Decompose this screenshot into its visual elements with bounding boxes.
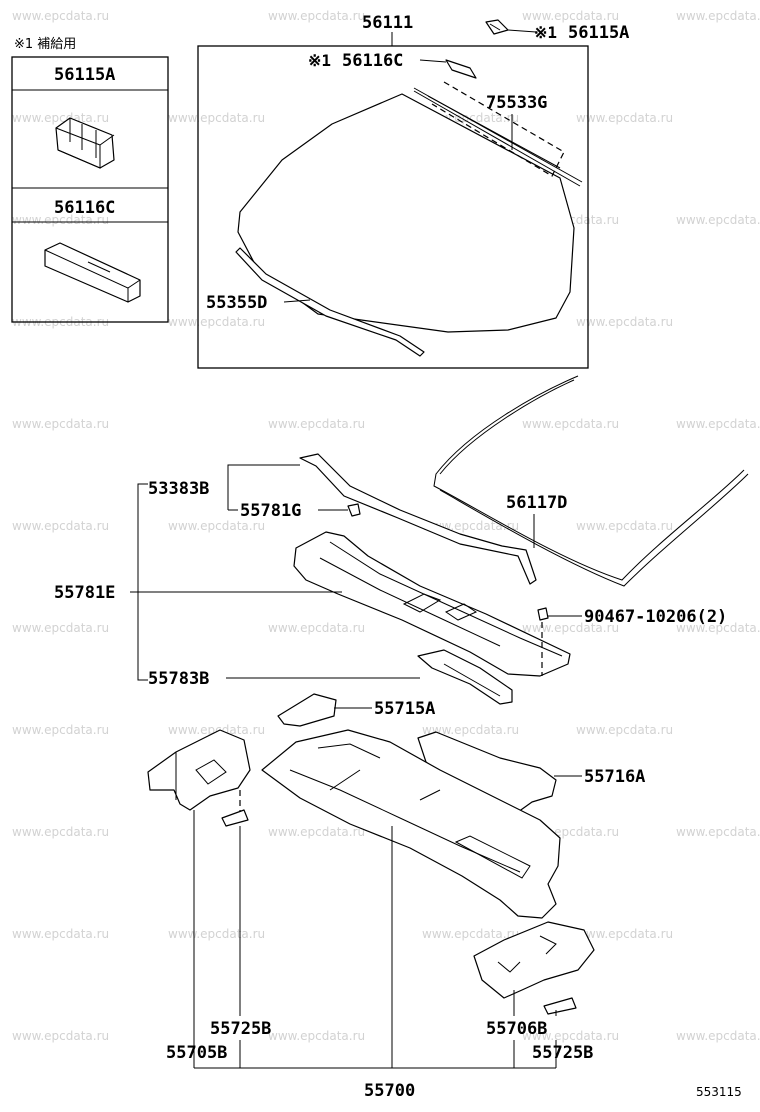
watermark-text: www.epcdata.ru <box>12 9 109 23</box>
watermark-text: www.epcdata.ru <box>268 1029 365 1043</box>
watermark-text: www.epcdata.ru <box>12 927 109 941</box>
lower-cowl-part <box>417 649 513 705</box>
watermark-text: www.epcdata.ru <box>12 111 109 125</box>
inset-frame <box>11 56 169 323</box>
watermark-text: www.epcdata.ru <box>522 9 619 23</box>
watermark-text: www.epcdata.ru <box>12 723 109 737</box>
plate-56116c-drawing <box>44 242 141 303</box>
callout-55706b[interactable]: 55706B <box>486 1019 547 1039</box>
clip-56115a-drawing <box>55 117 115 169</box>
watermark-text: www.epcdata.ru <box>168 723 265 737</box>
windshield-glass <box>237 93 575 333</box>
callout-55716a[interactable]: 55716A <box>584 767 645 787</box>
watermark-text: www.epcdata.ru <box>268 9 365 23</box>
callout-55783b[interactable]: 55783B <box>148 669 209 689</box>
watermark-text: www.epcdata.ru <box>576 315 673 329</box>
dashed-region <box>431 81 565 177</box>
watermark-text: www.epcdata.ru <box>12 825 109 839</box>
watermark-text: www.epcdata.ru <box>676 825 760 839</box>
inset-part-label[interactable]: 56115A <box>54 65 115 85</box>
watermark-text: www.epcdata.ru <box>12 417 109 431</box>
windshield-frame <box>197 45 589 369</box>
note-mark-56115a: ※1 <box>534 23 557 42</box>
watermark-text: www.epcdata.ru <box>12 213 109 227</box>
callout-55725b-left[interactable]: 55725B <box>210 1019 271 1039</box>
watermark-text: www.epcdata.ru <box>676 621 760 635</box>
watermark-text: www.epcdata.ru <box>268 417 365 431</box>
watermark-text: www.epcdata.ru <box>422 927 519 941</box>
supply-note: ※1 補給用 <box>14 37 76 52</box>
watermark-text: www.epcdata.ru <box>422 723 519 737</box>
note-mark-56116c: ※1 <box>308 51 331 70</box>
watermark-text: www.epcdata.ru <box>676 417 760 431</box>
callout-75533g[interactable]: 75533G <box>486 93 547 113</box>
callout-53383b[interactable]: 53383B <box>148 479 209 499</box>
callout-56116c[interactable]: 56116C <box>342 51 403 71</box>
watermark-text: www.epcdata.ru <box>268 825 365 839</box>
cowl-panel <box>293 531 571 677</box>
watermark-text: www.epcdata.ru <box>676 1029 760 1043</box>
glass-outline-56117d <box>433 375 745 581</box>
watermark-text: www.epcdata.ru <box>12 1029 109 1043</box>
watermark-text: www.epcdata.ru <box>576 723 673 737</box>
callout-56115a[interactable]: 56115A <box>568 23 629 43</box>
callout-55725b-right[interactable]: 55725B <box>532 1043 593 1063</box>
cowl-assembly: 53383B 55781G 56117D 55781E 90467-10206(… <box>54 375 749 705</box>
side-bracket-55706b <box>473 921 595 999</box>
dash-panel-assembly: 55715A 55716A 55725B 55706B 55705B 55725… <box>147 693 645 1101</box>
inset-panel: 56115A 56116C <box>11 56 169 323</box>
side-bracket-55705b <box>147 729 251 811</box>
callout-55781g[interactable]: 55781G <box>240 501 301 521</box>
callout-55705b[interactable]: 55705B <box>166 1043 227 1063</box>
watermark-text: www.epcdata.ru <box>522 417 619 431</box>
callout-55715a[interactable]: 55715A <box>374 699 435 719</box>
dash-panel-55700 <box>261 729 561 919</box>
callout-56117d[interactable]: 56117D <box>506 493 567 513</box>
watermark-text: www.epcdata.ru <box>522 1029 619 1043</box>
watermark-text: www.epcdata.ru <box>12 621 109 635</box>
watermark-text: www.epcdata.ru <box>268 621 365 635</box>
inset-part-label[interactable]: 56116C <box>54 198 115 218</box>
watermark-text: www.epcdata.ru <box>168 315 265 329</box>
callout-55355d[interactable]: 55355D <box>206 293 267 313</box>
callout-90467[interactable]: 90467-10206(2) <box>584 607 727 627</box>
windshield-panel: 56111 ※1 56115A ※1 56116C 75533G 55355D <box>197 13 629 369</box>
watermark-text: www.epcdata.ru <box>576 111 673 125</box>
watermark-text: www.epcdata.ru <box>168 927 265 941</box>
watermark-text: www.epcdata.ru <box>576 519 673 533</box>
windshield-group-label[interactable]: 56111 <box>362 13 413 33</box>
callout-55700[interactable]: 55700 <box>364 1081 415 1101</box>
watermark-text: www.epcdata.ru <box>576 927 673 941</box>
watermark-text: www.epcdata.ru <box>676 9 760 23</box>
cowl-seal <box>299 453 537 585</box>
lower-molding <box>235 247 425 357</box>
watermark-text: www.epcdata.ru <box>12 519 109 533</box>
callout-55781e[interactable]: 55781E <box>54 583 115 603</box>
watermark-text: www.epcdata.ru <box>676 213 760 227</box>
watermark-text: www.epcdata.ru <box>522 621 619 635</box>
watermark-text: www.epcdata.ru <box>168 111 265 125</box>
figure-number: 553115 <box>696 1085 742 1099</box>
watermark-text: www.epcdata.ru <box>168 519 265 533</box>
